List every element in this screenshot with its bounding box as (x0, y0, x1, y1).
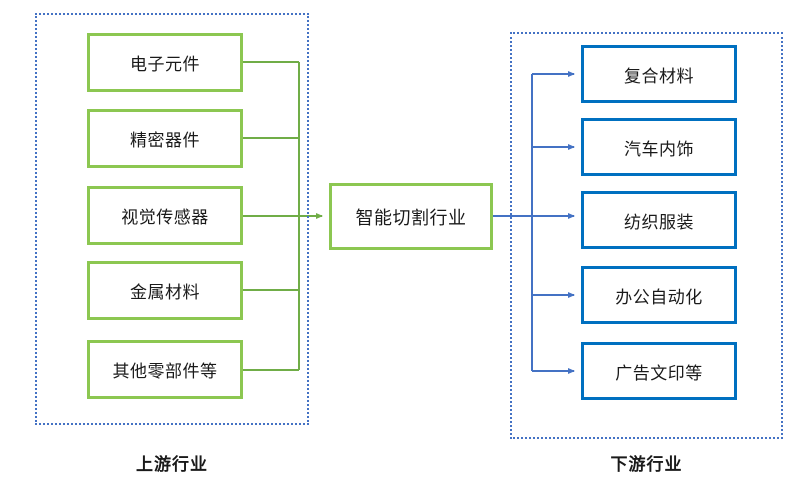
upstream-group-caption: 上游行业 (136, 455, 208, 474)
downstream-group-caption: 下游行业 (610, 455, 683, 474)
upstream-group-frame (35, 13, 309, 425)
downstream-node-textile-apparel[interactable]: 纺织服装 (581, 191, 737, 249)
downstream-node-advertising-printing[interactable]: 广告文印等 (581, 342, 737, 400)
downstream-node-auto-interior[interactable]: 汽车内饰 (581, 118, 737, 176)
upstream-node-other-parts[interactable]: 其他零部件等 (87, 340, 243, 399)
downstream-group-frame (510, 32, 783, 439)
upstream-node-electronic-components[interactable]: 电子元件 (87, 33, 243, 92)
downstream-node-composite-material[interactable]: 复合材料 (581, 45, 737, 103)
upstream-node-metal-material[interactable]: 金属材料 (87, 261, 243, 320)
upstream-node-vision-sensor[interactable]: 视觉传感器 (87, 186, 243, 245)
upstream-node-precision-parts[interactable]: 精密器件 (87, 109, 243, 168)
center-node-smart-cutting-industry[interactable]: 智能切割行业 (329, 183, 493, 250)
downstream-node-office-automation[interactable]: 办公自动化 (581, 266, 737, 324)
